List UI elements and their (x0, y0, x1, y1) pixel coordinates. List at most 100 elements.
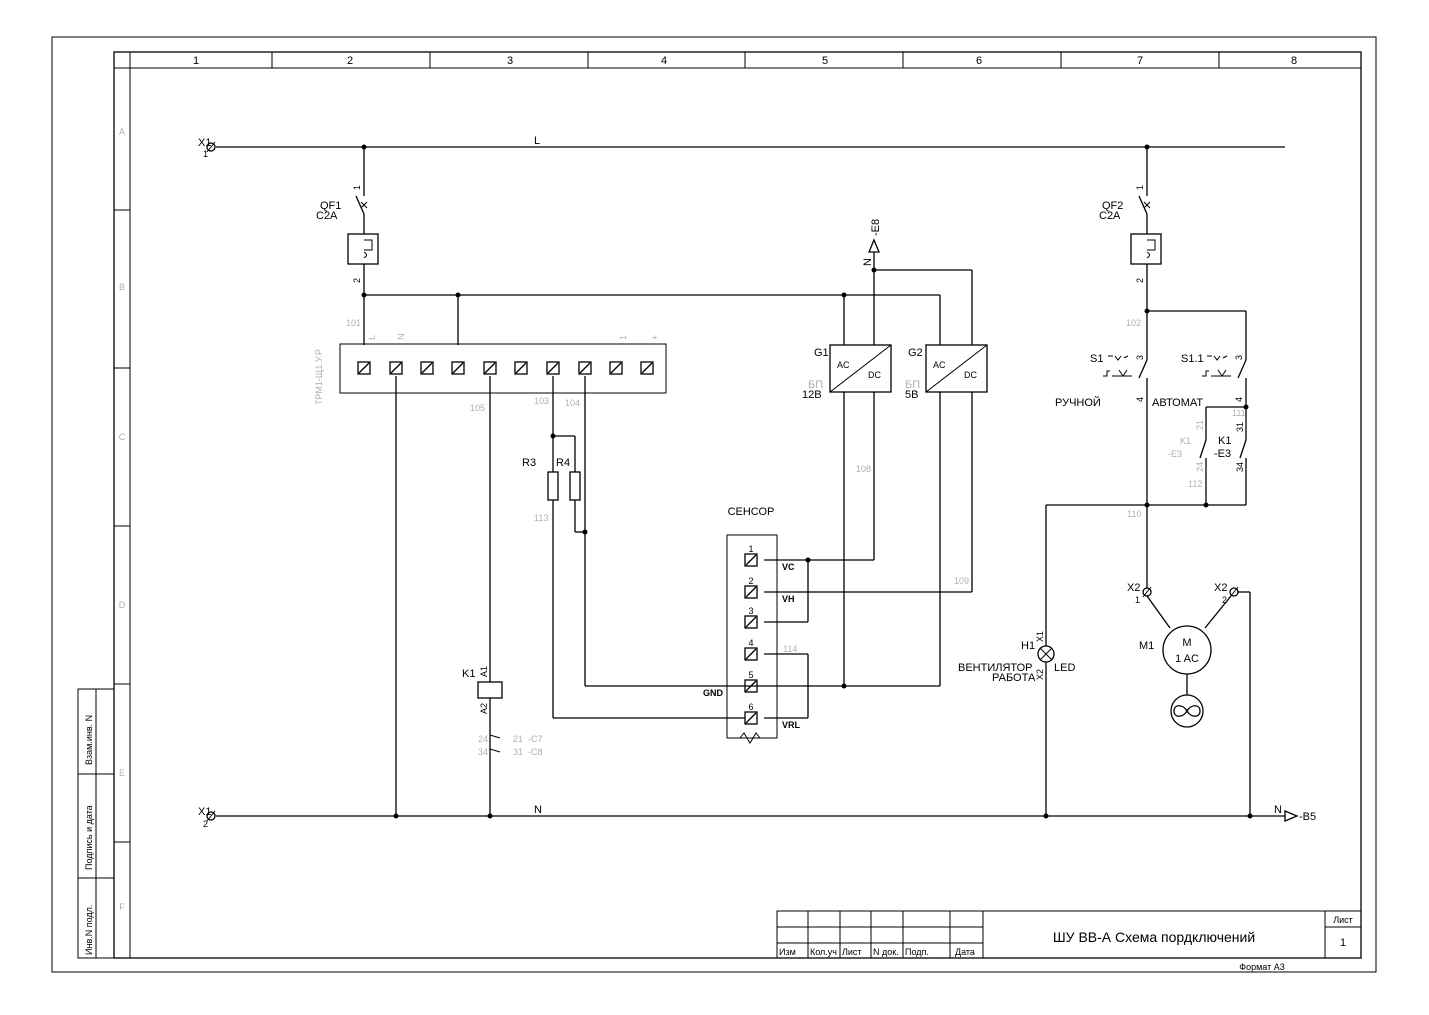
m1-motor: X2 1 X2 2 M 1 AC M1 (1127, 505, 1251, 816)
trm-terminal (483, 361, 497, 375)
wire-108: 108 (856, 464, 871, 474)
sensor-pin-number: 3 (748, 606, 753, 616)
trm-terminal (578, 361, 592, 375)
strip-label-3: Инв.N подл. (84, 905, 94, 955)
k1-coil: K1 A1 A2 24 21 -C7 34 31 -C8 (462, 666, 543, 757)
qf2-ref: QF2 (1102, 200, 1123, 212)
trm-pin-1: 1 (618, 335, 628, 340)
h1-ref: H1 (1021, 640, 1035, 652)
trm-pin-l: L (367, 335, 377, 340)
trm-terminal (546, 361, 560, 375)
wire-109: 109 (954, 576, 969, 586)
s11-pin3: 3 (1234, 355, 1244, 360)
left-stamp-strip: Взам.инв. N Подпись и дата Инв.N подл. (77, 688, 115, 959)
h1-lamp: H1 ВЕНТИЛЯТОР РАБОТА LED X1 X2 (958, 505, 1075, 816)
x1-bottom-pin: 2 (203, 819, 208, 829)
g2-ac: AC (933, 360, 946, 370)
n-e8-feed: -E8 N (862, 219, 973, 345)
h1-label2: РАБОТА (992, 672, 1036, 684)
sheet-format: Формат А3 (1239, 962, 1284, 972)
k1-a2: A2 (479, 703, 489, 714)
x2b-pin: 2 (1222, 595, 1227, 605)
wire-105: 105 (470, 403, 485, 413)
k1-aux-c7: -C7 (528, 734, 543, 744)
col-4: 4 (661, 55, 667, 67)
row-e: E (119, 768, 125, 778)
sheet-label: Лист (1333, 915, 1353, 925)
n-e8-ref: N (862, 258, 874, 266)
qf1-breaker: QF1 C2A 1 2 (316, 147, 379, 298)
l-label: L (534, 135, 540, 147)
g1-power-supply: AC DC G1 БП 12В 108 (802, 344, 892, 686)
x1-bottom-ref: X1 (198, 806, 211, 818)
trm-terminal (420, 361, 434, 375)
inner-frame (113, 51, 1362, 959)
m1-ref: M1 (1139, 640, 1154, 652)
k1-contact-e3: -E3 (1214, 448, 1231, 460)
n-b5-target: -B5 (1299, 811, 1316, 823)
k1-pin-21: 21 (1195, 420, 1205, 430)
qf2-pin-top: 1 (1135, 185, 1145, 190)
k1-contacts: K1 -E3 K1 -E3 21 24 31 34 111 112 110 (1046, 406, 1247, 519)
wire-101: 101 (346, 318, 361, 328)
s1-pin3: 3 (1135, 355, 1145, 360)
h1-type: LED (1054, 662, 1075, 674)
wire-112: 112 (1188, 479, 1202, 489)
k1-pin-34: 34 (1235, 462, 1245, 472)
n-b5-ref: N (1274, 804, 1282, 816)
trm-terminal-block: ТРМ1-Щ1.У.Р L N 1 + 105 103 104 (314, 334, 667, 413)
k1-pin-31: 31 (1235, 422, 1245, 432)
qf1-distribution: 101 (346, 292, 941, 345)
row-ruler: A B C D E F (114, 127, 130, 912)
h1-x2: X2 (1035, 669, 1045, 680)
trm-terminal (514, 361, 528, 375)
s1-mode: РУЧНОЙ (1055, 396, 1101, 409)
n-bus: X1 2 N N -B5 (198, 804, 1316, 829)
fan-icon (1170, 694, 1204, 728)
tb-col-data: Дата (955, 947, 975, 957)
x2b-ref: X2 (1214, 582, 1227, 594)
k1-aux-21: 21 (513, 734, 523, 744)
trm-pin-plus: + (650, 335, 660, 340)
tb-col-izm: Изм (779, 947, 796, 957)
trm-pin-n: N (396, 334, 406, 341)
s1-ref: S1 (1090, 353, 1103, 365)
k1-coil-ref: K1 (462, 668, 475, 680)
m1-letter: M (1182, 637, 1191, 649)
sensor-terminal (744, 553, 758, 567)
sensor-terminal (744, 647, 758, 661)
k1-contact-e3-gray: -E3 (1168, 449, 1182, 459)
trm-terminal (451, 361, 465, 375)
x2a-pin: 1 (1135, 595, 1140, 605)
k1-aux-24: 24 (478, 734, 488, 744)
title-block: Изм Кол.уч Лист N док. Подп. Дата ШУ ВВ-… (776, 910, 1362, 972)
trm-label: ТРМ1-Щ1.У.Р (314, 349, 324, 405)
sensor-terminal (744, 585, 758, 599)
x1-top-ref: X1 (198, 137, 211, 149)
sensor-terminal (744, 711, 758, 725)
qf1-pin-top: 1 (352, 185, 362, 190)
col-2: 2 (347, 55, 353, 67)
sensor-vrl: VRL (782, 720, 801, 730)
sensor-gnd: GND (703, 688, 724, 698)
g2-power-supply: AC DC G2 БП 5В 109 (745, 344, 988, 689)
sensor-pin-number: 1 (748, 544, 753, 554)
m1-spec: 1 AC (1175, 653, 1199, 665)
g2-dc: DC (964, 370, 977, 380)
sensor-terminal (744, 679, 758, 693)
g1-dc: DC (868, 370, 881, 380)
trm-terminal (609, 361, 623, 375)
sensor-title: СЕНСОР (728, 506, 775, 518)
row-c: C (119, 432, 126, 442)
wire-102: 102 (1126, 318, 1141, 328)
row-b: B (119, 282, 125, 292)
col-3: 3 (507, 55, 513, 67)
strip-label-1: Взам.инв. N (84, 715, 94, 765)
qf1-pin-bottom: 2 (352, 278, 362, 283)
k1-contact-ref: K1 (1218, 435, 1231, 447)
n-e8-target: -E8 (870, 219, 882, 236)
drawing-title: ШУ ВВ-А Схема пордключений (1053, 929, 1255, 945)
sensor-pin-number: 5 (748, 670, 753, 680)
